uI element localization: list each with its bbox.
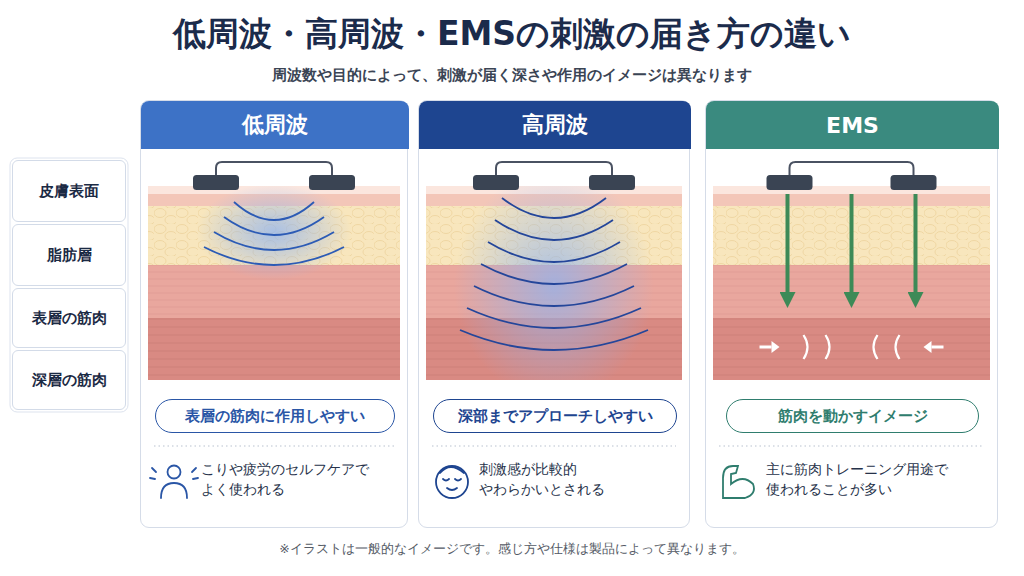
effect-label: 深部までアプローチしやすい — [458, 407, 653, 426]
icon — [436, 466, 468, 498]
layer-label: 皮膚表面 — [12, 160, 126, 222]
method-panel: こりや疲労のセルフケアで よく使われる 低周波表層の筋肉に作用しやすい — [140, 100, 408, 528]
method-panel: 刺激感が比較的 やわらかいとされる 高周波深部までアプローチしやすい — [418, 100, 690, 528]
panel-illustration — [140, 100, 408, 528]
effect-label: 筋肉を動かすイメージ — [778, 407, 928, 426]
electrode — [309, 175, 355, 190]
layer-label: 深層の筋肉 — [12, 350, 126, 410]
layer-name: 皮膚表面 — [39, 182, 99, 201]
title: 低周波・高周波・EMSの刺激の届き方の違い — [0, 12, 1024, 57]
layer-name: 表層の筋肉 — [32, 309, 107, 328]
panel-illustration — [418, 100, 690, 528]
layer-name: 深層の筋肉 — [32, 371, 107, 390]
electrode — [473, 175, 519, 190]
panel-header: EMS — [706, 101, 999, 149]
subtitle: 周波数や目的によって、刺激が届く深さや作用のイメージは異なります — [0, 66, 1024, 85]
panel-description: こりや疲労のセルフケアで よく使われる — [201, 459, 401, 499]
panel-header: 高周波 — [419, 101, 691, 149]
layer-name: 脂肪層 — [47, 246, 92, 265]
icon — [150, 466, 198, 499]
electrode — [767, 175, 813, 190]
electrode — [891, 175, 937, 190]
panel-header: 低周波 — [141, 101, 409, 149]
label-frame — [10, 158, 128, 412]
panel-illustration — [705, 100, 998, 528]
method-panel: 主に筋肉トレーニング用途で 使われることが多い EMS 筋肉を動かすイメージ — [705, 100, 998, 528]
effect-pill: 筋肉を動かすイメージ — [726, 399, 979, 433]
layer-label: 脂肪層 — [12, 224, 126, 286]
panel-title: 低周波 — [242, 110, 308, 140]
electrode — [193, 175, 239, 190]
layer-label: 表層の筋肉 — [12, 288, 126, 348]
panel-description: 主に筋肉トレーニング用途で 使われることが多い — [766, 459, 991, 499]
electrode — [589, 175, 635, 190]
icon — [723, 466, 754, 498]
panel-title: 高周波 — [522, 110, 588, 140]
effect-pill: 表層の筋肉に作用しやすい — [155, 399, 395, 433]
footnote: ※イラストは一般的なイメージです。感じ方や仕様は製品によって異なります。 — [0, 541, 1024, 558]
effect-label: 表層の筋肉に作用しやすい — [185, 407, 365, 426]
panel-description: 刺激感が比較的 やわらかいとされる — [479, 459, 683, 499]
effect-pill: 深部までアプローチしやすい — [433, 399, 677, 433]
panel-title: EMS — [826, 113, 879, 138]
